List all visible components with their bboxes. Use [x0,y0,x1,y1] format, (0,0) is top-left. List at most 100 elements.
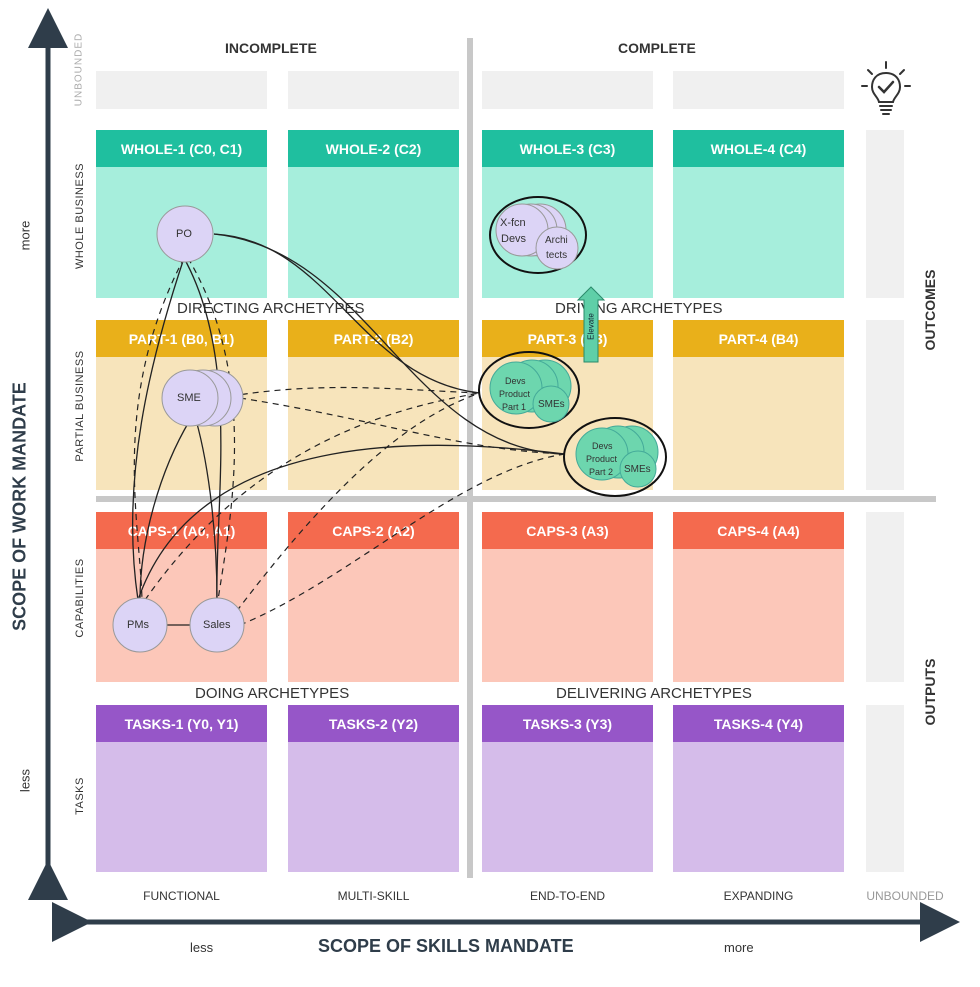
tasks-2-body [288,742,459,872]
team2-label-2: Product [586,454,618,464]
team2-sme-label: SMEs [624,464,651,475]
po-team2-line [213,233,566,455]
team1-sme-label: SMEs [538,399,565,410]
unbounded-cell-2 [288,71,459,109]
architects-label-1: Archi [545,235,568,246]
caps-3-header: CAPS-3 (A3) [482,512,653,549]
elevate-arrow [576,286,606,363]
po-team1-line [213,233,481,394]
team1-sme-circle [532,385,570,423]
tasks-3-header: TASKS-3 (Y3) [482,705,653,742]
xfcn-label-1: X-fcn [500,217,526,229]
caps-2-cell: CAPS-2 (A2) [288,512,459,682]
whole-2-header: WHOLE-2 (C2) [288,130,459,167]
caps-3-cell: CAPS-3 (A3) [482,512,653,682]
sme-team1-dashed [219,386,481,399]
sme-pms-line [139,419,191,601]
incomplete-header: INCOMPLETE [225,40,317,56]
xfcn-label-2: Devs [501,233,527,245]
tasks-2-header: TASKS-2 (Y2) [288,705,459,742]
tasks-1-header: TASKS-1 (Y0, Y1) [96,705,267,742]
delivering-archetypes-label: DELIVERING ARCHETYPES [556,685,752,702]
caps-3-body [482,549,653,682]
pms-node [112,597,168,653]
whole-2-cell: WHOLE-2 (C2) [288,130,459,298]
x-axis-less: less [190,940,214,955]
whole-3-header: WHOLE-3 (C3) [482,130,653,167]
sales-node [189,597,245,653]
horizontal-divider [96,496,936,502]
caps-4-header: CAPS-4 (A4) [673,512,844,549]
sme-team2-dashed [239,397,566,455]
team1-label-3: Part 1 [502,402,527,412]
part-4-header: PART-4 (B4) [673,320,844,357]
team2-sme-circle [619,450,657,488]
sales-team2-dashed [239,453,566,626]
caps-4-body [673,549,844,682]
sales-team1-dashed [229,392,481,621]
tasks-1-cell: TASKS-1 (Y0, Y1) [96,705,267,872]
team1-label-1: Devs [505,376,526,386]
architects-circle [535,226,579,270]
whole-1-header: WHOLE-1 (C0, C1) [96,130,267,167]
part-4-cell: PART-4 (B4) [673,320,844,490]
sme-node [161,369,219,427]
po-sales-line [183,257,222,601]
x-axis-title: SCOPE OF SKILLS MANDATE [318,936,574,956]
sme-sales-line [195,419,218,601]
tasks-4-cell: TASKS-4 (Y4) [673,705,844,872]
unbounded-col-part [866,320,904,490]
tasks-3-body [482,742,653,872]
caps-2-body [288,549,459,682]
sme-label: SME [177,392,201,404]
architects-label-2: tects [546,250,568,261]
elevate-label: Elevate [586,313,596,340]
caps-4-cell: CAPS-4 (A4) [673,512,844,682]
whole-2-body [288,167,459,298]
whole-4-cell: WHOLE-4 (C4) [673,130,844,298]
part-4-body [673,357,844,490]
pms-team2-line [137,444,566,601]
team2-label-3: Part 2 [589,467,614,477]
vertical-divider [467,38,473,878]
whole-4-body [673,167,844,298]
tasks-2-cell: TASKS-2 (Y2) [288,705,459,872]
xfcn-team-boundary [489,196,587,274]
whole-4-header: WHOLE-4 (C4) [673,130,844,167]
col-label-multi-skill: MULTI-SKILL [337,889,410,903]
col-label-functional: FUNCTIONAL [143,889,220,903]
col-label-end-to-end: END-TO-END [529,889,606,903]
part-1-header: PART-1 (B0, B1) [96,320,267,357]
caps-1-header: CAPS-1 (A0, A1) [96,512,267,549]
x-axis-more: more [724,940,754,955]
po-sales-dashed [187,257,236,601]
tasks-3-cell: TASKS-3 (Y3) [482,705,653,872]
tasks-4-body [673,742,844,872]
col-label-expanding: EXPANDING [723,889,794,903]
po-pms-dashed [133,257,185,601]
unbounded-cell-4 [673,71,844,109]
sales-label: Sales [203,619,231,631]
po-node [156,205,214,263]
unbounded-cell-1 [96,71,267,109]
team1-label-2: Product [499,389,531,399]
unbounded-col-tasks [866,705,904,872]
team1-boundary [478,351,580,429]
pms-team1-dashed [144,392,481,601]
pms-label: PMs [127,619,149,631]
caps-2-header: CAPS-2 (A2) [288,512,459,549]
unbounded-col-caps [866,512,904,682]
lightbulb-check-icon [861,61,911,115]
directing-archetypes-label: DIRECTING ARCHETYPES [177,300,365,317]
team2-boundary [563,417,667,497]
unbounded-col-whole [866,130,904,298]
col-label-unbounded: UNBOUNDED [866,889,944,903]
tasks-4-header: TASKS-4 (Y4) [673,705,844,742]
unbounded-cell-3 [482,71,653,109]
po-pms-line [131,257,185,601]
doing-archetypes-label: DOING ARCHETYPES [195,685,350,702]
complete-header: COMPLETE [618,40,696,56]
team2-label-1: Devs [592,441,613,451]
